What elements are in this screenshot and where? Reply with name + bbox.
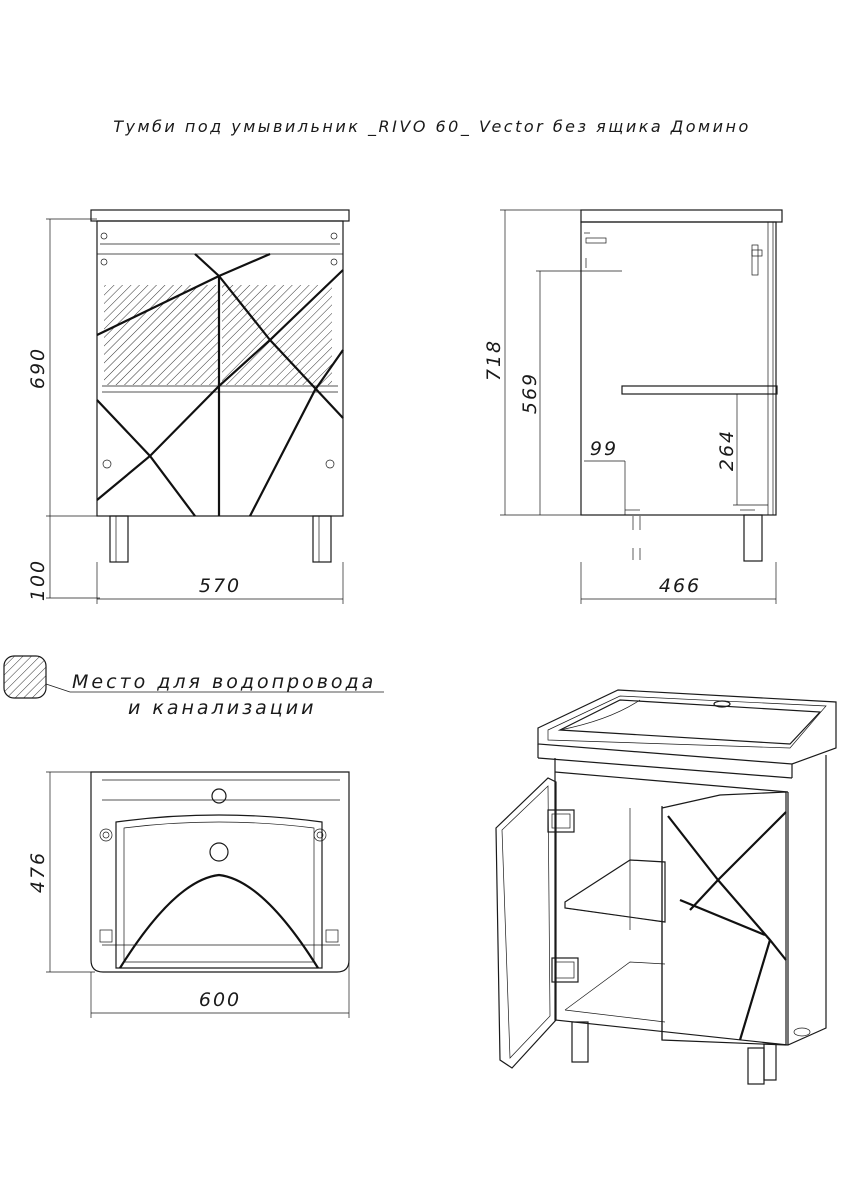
top-dimensions [46, 771, 350, 1018]
side-offset-label: 99 [590, 438, 618, 460]
front-view [90, 209, 350, 563]
top-drain-hole [209, 842, 229, 862]
iso-hinge-bottom [551, 957, 579, 983]
front-leg-right [312, 515, 332, 563]
side-shelf-height-label: 264 [716, 429, 738, 471]
front-height-label: 690 [27, 347, 49, 389]
front-width-label: 570 [199, 575, 241, 597]
top-basin-curve [119, 873, 319, 969]
top-basin [115, 814, 323, 969]
iso-leg-1 [571, 1021, 589, 1063]
iso-sink [537, 689, 837, 765]
side-body [580, 221, 777, 516]
isometric-view [495, 689, 837, 1085]
side-total-height-label: 718 [483, 339, 505, 381]
front-countertop [90, 209, 350, 222]
iso-right-door [661, 791, 787, 1046]
legend-line1: Место для водопровода [72, 671, 376, 693]
top-outline [90, 771, 350, 973]
side-view [580, 209, 783, 562]
iso-left-door [495, 777, 557, 1069]
legend-hatch-swatch [3, 655, 47, 699]
front-legs-label: 100 [27, 559, 49, 601]
legend [3, 655, 384, 699]
side-shelf [621, 385, 778, 395]
front-hatch-left [104, 285, 218, 385]
top-width-label: 600 [199, 989, 241, 1011]
drawing-title: Тумби под умывильник _RIVO 60_ Vector бе… [113, 117, 751, 137]
top-depth-label: 476 [27, 851, 49, 893]
top-tap-hole [211, 788, 227, 804]
iso-body [554, 755, 827, 1046]
side-countertop [580, 209, 783, 223]
side-dimensions [500, 209, 777, 604]
iso-leg-2 [747, 1047, 765, 1085]
front-dimensions [46, 218, 344, 604]
top-view [90, 771, 350, 973]
front-leg-left [109, 515, 129, 563]
side-depth-label: 466 [659, 575, 701, 597]
side-inner-height-label: 569 [519, 372, 541, 414]
iso-shelf [564, 859, 666, 923]
legend-line2: и канализации [128, 697, 316, 719]
iso-hinge-top [547, 809, 575, 833]
side-leg [743, 514, 763, 562]
